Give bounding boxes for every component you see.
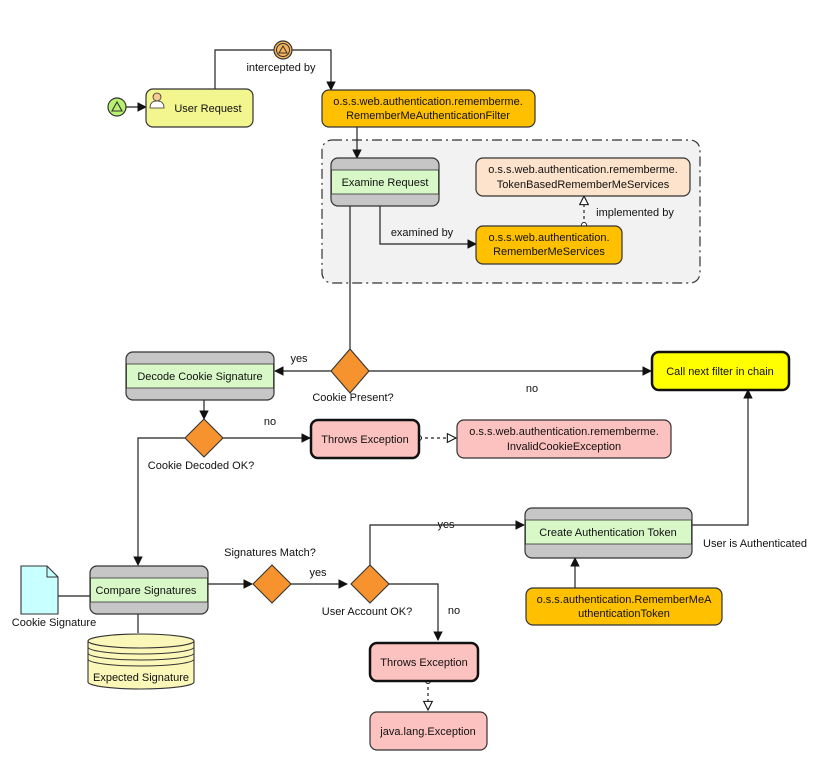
edge-label-intercepted-by: intercepted by <box>246 62 316 74</box>
remember-me-filter-label-line1: o.s.s.web.authentication.rememberme. <box>333 96 523 108</box>
user-request-task: User Request <box>145 88 254 128</box>
call-next-filter-label: Call next filter in chain <box>666 366 774 378</box>
edge-label-no-user-account: no <box>448 605 460 617</box>
compare-signatures-label: Compare Signatures <box>96 585 197 597</box>
java-lang-exception-label: java.lang.Exception <box>379 726 475 738</box>
edge-label-no-cookie-present: no <box>526 383 538 395</box>
throws-exception-bottom-label: Throws Exception <box>380 657 467 669</box>
user-request-label: User Request <box>174 103 241 115</box>
cookie-decoded-ok-gateway: Cookie Decoded OK? <box>148 418 254 472</box>
edge-create-to-call-next <box>692 389 753 526</box>
start-event-triangle-icon <box>111 100 123 112</box>
edge-examine-to-services <box>379 206 477 249</box>
edge-label-yes-signatures: yes <box>309 567 327 579</box>
expected-signature-datastore: Expected Signature <box>87 633 195 690</box>
invalid-cookie-exception-label-line2: InvalidCookieException <box>507 441 621 453</box>
intercept-event <box>273 40 293 60</box>
throws-exception-top-node: Throws Exception <box>309 418 421 460</box>
remember-me-filter-node: o.s.s.web.authentication.rememberme. Rem… <box>321 89 536 128</box>
start-event <box>107 97 127 117</box>
signatures-match-gateway: Signatures Match? <box>224 547 316 604</box>
document-icon <box>20 565 59 615</box>
remember-me-services-label-line2: RememberMeServices <box>493 246 605 258</box>
user-icon <box>149 92 165 109</box>
edge-label-implemented-by: implemented by <box>596 207 674 219</box>
invalid-cookie-exception-node: o.s.s.web.authentication.rememberme. Inv… <box>456 419 672 459</box>
call-next-filter-node: Call next filter in chain <box>650 350 791 392</box>
edge-label-user-is-authenticated: User is Authenticated <box>703 538 807 550</box>
edge-user-account-no <box>389 583 443 641</box>
java-lang-exception-node: java.lang.Exception <box>369 711 488 751</box>
intercept-event-triangle-icon <box>278 44 288 54</box>
compare-signatures-task: Compare Signatures <box>89 565 209 615</box>
create-authentication-token-label: Create Authentication Token <box>539 527 676 539</box>
decode-cookie-signature-label: Decode Cookie Signature <box>137 371 262 383</box>
user-account-ok-label: User Account OK? <box>322 606 413 618</box>
token-based-services-node: o.s.s.web.authentication.rememberme. Tok… <box>475 157 691 197</box>
remember-me-auth-token-label-line2: uthenticationToken <box>578 608 670 620</box>
cookie-decoded-ok-label: Cookie Decoded OK? <box>148 460 254 472</box>
expected-signature-label: Expected Signature <box>93 672 189 684</box>
decode-cookie-signature-task: Decode Cookie Signature <box>125 351 275 401</box>
edge-label-yes-user-account: yes <box>437 519 455 531</box>
edge-user-account-yes <box>369 520 525 565</box>
cookie-signature-doc-label: Cookie Signature <box>12 617 96 629</box>
cookie-signature-document: Cookie Signature <box>12 565 96 629</box>
invalid-cookie-exception-label-line1: o.s.s.web.authentication.rememberme. <box>469 426 659 438</box>
edge-user-request-to-event <box>214 49 274 90</box>
throws-exception-top-label: Throws Exception <box>321 434 408 446</box>
remember-me-services-node: o.s.s.web.authentication. RememberMeServ… <box>475 225 623 265</box>
token-based-services-label-line1: o.s.s.web.authentication.rememberme. <box>488 164 678 176</box>
token-based-services-label-line2: TokenBasedRememberMeServices <box>497 179 670 191</box>
edge-decoded-ok-to-compare <box>133 437 185 566</box>
edge-label-yes-cookie-present: yes <box>290 353 308 365</box>
remember-me-auth-token-node: o.s.s.authentication.RememberMeA uthenti… <box>525 587 723 626</box>
cookie-present-gateway: Cookie Present? <box>312 348 394 404</box>
edge-event-to-filter <box>292 49 336 91</box>
remember-me-filter-label-line2: RememberMeAuthenticationFilter <box>346 110 510 122</box>
remember-me-services-label-line1: o.s.s.web.authentication. <box>488 232 609 244</box>
examine-request-label: Examine Request <box>342 177 429 189</box>
throws-exception-bottom-node: Throws Exception <box>368 641 480 683</box>
remember-me-auth-token-label-line1: o.s.s.authentication.RememberMeA <box>537 594 713 606</box>
signatures-match-label: Signatures Match? <box>224 547 316 559</box>
examine-request-task: Examine Request <box>330 157 440 207</box>
create-authentication-token-task: Create Authentication Token <box>524 507 693 559</box>
user-account-ok-gateway: User Account OK? <box>322 564 413 618</box>
cookie-present-label: Cookie Present? <box>312 392 393 404</box>
edge-label-no-cookie-decoded: no <box>264 416 276 428</box>
edge-label-examined-by: examined by <box>391 227 454 239</box>
